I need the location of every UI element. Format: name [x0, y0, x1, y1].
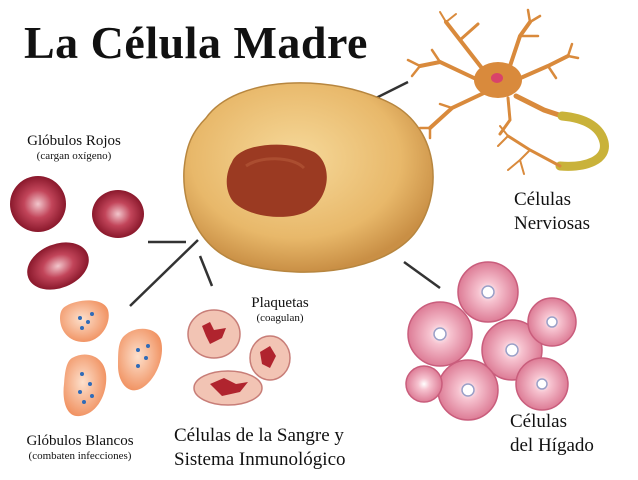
blood-cells-label: Células de la Sangre y Sistema Inmunológ…	[174, 424, 346, 472]
liver-cell-icon	[405, 365, 443, 403]
platelet-cell-icon	[249, 335, 291, 381]
platelet-cells	[187, 309, 291, 406]
liver-cell-icon	[407, 301, 473, 367]
platelet-cell-icon	[193, 370, 263, 406]
connector-white	[129, 239, 199, 307]
blood-cells-label-line1: Células de la Sangre y	[174, 425, 344, 446]
nerve-cells-label: Células Nerviosas	[514, 188, 590, 236]
connector-lines	[129, 80, 441, 307]
red-blood-cell-icon	[92, 190, 144, 238]
platelets-note: (coagulan)	[256, 312, 304, 324]
white-blood-cell-icon	[63, 354, 107, 417]
liver-cells	[405, 261, 577, 421]
white-blood-cell-icon	[118, 328, 162, 391]
nerve-cells-label-line2: Nerviosas	[514, 213, 590, 234]
liver-cell-icon	[437, 359, 499, 421]
stem-cell-icon	[183, 82, 434, 273]
page-title: La Célula Madre	[24, 17, 368, 68]
white-cells-note: (combaten infecciones)	[28, 450, 132, 462]
liver-cell-icon	[515, 357, 569, 411]
connector-platelet	[198, 255, 214, 287]
nerve-cells-label-line1: Células	[514, 189, 571, 210]
white-cells-label: Glóbulos Blancos (combaten infecciones)	[8, 432, 152, 463]
liver-cells-label-line2: del Hígado	[510, 435, 594, 456]
white-cells-name: Glóbulos Blancos	[26, 433, 134, 449]
liver-cell-icon	[527, 297, 577, 347]
liver-cells-label: Células del Hígado	[510, 410, 594, 458]
red-blood-cell-icon	[10, 176, 66, 232]
red-cells-label: Glóbulos Rojos (cargan oxígeno)	[16, 132, 132, 163]
liver-cell-icon	[457, 261, 519, 323]
white-blood-cell-icon	[60, 300, 109, 342]
connector-liver	[403, 260, 441, 290]
platelets-label: Plaquetas (coagulan)	[246, 294, 314, 325]
neuron-icon	[406, 8, 609, 175]
platelets-name: Plaquetas	[251, 295, 309, 311]
red-cells-name: Glóbulos Rojos	[27, 133, 121, 149]
red-blood-cells	[10, 176, 144, 290]
blood-cells-label-line2: Sistema Inmunológico	[174, 449, 346, 470]
red-blood-cell-icon	[27, 242, 89, 290]
platelet-cell-icon	[187, 309, 241, 359]
red-cells-note: (cargan oxígeno)	[36, 150, 112, 162]
white-blood-cells	[60, 300, 162, 417]
liver-cells-label-line1: Células	[510, 411, 567, 432]
